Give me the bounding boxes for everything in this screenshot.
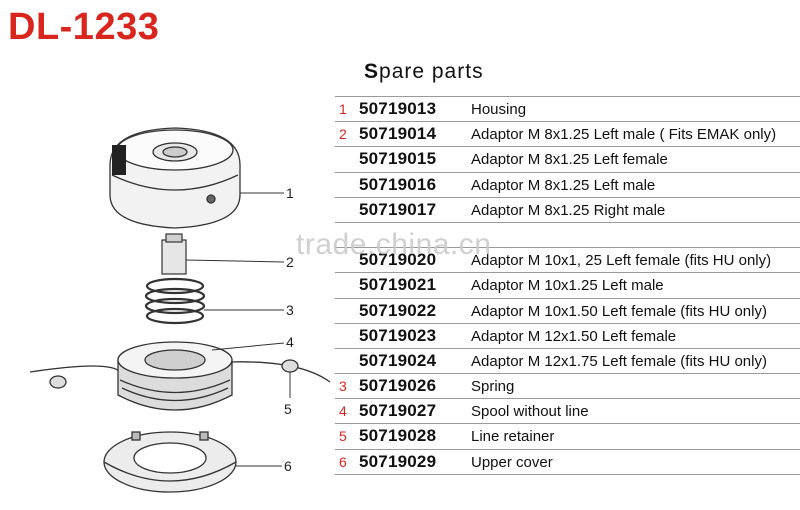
part-code: 50719027 [359, 401, 437, 421]
part-code: 50719021 [359, 275, 437, 295]
part-code: 50719017 [359, 199, 437, 219]
table-row: 50719022 Adaptor M 10x1.50 Left female (f… [335, 299, 800, 324]
part-code: 50719015 [359, 149, 437, 169]
table-row: 50719021 Adaptor M 10x1.25 Left male [335, 273, 800, 299]
spare-parts-heading-initial: S [364, 60, 380, 83]
housing-part [109, 127, 241, 229]
part-code: 50719023 [359, 325, 437, 345]
table-row: 3 50719026 Spring [335, 374, 800, 400]
part-description: Adaptor M 12x1.50 Left female [471, 327, 677, 345]
table-row: 50719015 Adaptor M 8x1.25 Left female [335, 147, 800, 173]
exploded-parts-diagram: 1 2 3 4 5 6 [29, 127, 331, 493]
part-code: 50719028 [359, 426, 437, 446]
part-code: 50719024 [359, 350, 437, 370]
callout-4: 4 [286, 334, 294, 350]
table-row [335, 223, 800, 249]
table-row: 4 50719027 Spool without line [335, 399, 800, 425]
part-description: Adaptor M 12x1.75 Left female (fits HU o… [471, 352, 767, 370]
part-description: Adaptor M 10x1, 25 Left female (fits HU … [471, 252, 772, 270]
part-description: Spool without line [471, 403, 589, 421]
part-index: 4 [339, 403, 347, 420]
callout-6: 6 [284, 458, 292, 474]
part-description: Adaptor M 10x1.50 Left female (fits HU o… [471, 302, 767, 320]
part-code: 50719022 [359, 300, 437, 320]
part-description: Adaptor M 8x1.25 Left male ( Fits EMAK o… [471, 126, 777, 144]
part-description: Adaptor M 8x1.25 Left female [471, 151, 668, 169]
table-row: 6 50719029 Upper cover [335, 450, 800, 475]
part-index: 5 [339, 428, 347, 445]
watermark-text: trade.china.cn [296, 228, 492, 261]
table-row: 50719017 Adaptor M 8x1.25 Right male [335, 198, 800, 223]
part-code: 50719016 [359, 174, 437, 194]
part-code: 50719026 [359, 376, 437, 396]
part-description: Adaptor M 8x1.25 Right male [471, 201, 666, 219]
table-row: 50719016 Adaptor M 8x1.25 Left male [335, 173, 800, 198]
part-description: Adaptor M 8x1.25 Left male [471, 176, 656, 194]
part-index: 1 [339, 101, 347, 117]
table-row: 50719024 Adaptor M 12x1.75 Left female (f… [335, 349, 800, 375]
table-row: 50719020 Adaptor M 10x1, 25 Left female (… [335, 248, 800, 274]
part-index: 6 [339, 453, 347, 470]
part-description: Upper cover [471, 453, 553, 471]
upper-cover-part [103, 431, 237, 493]
callout-3: 3 [286, 302, 294, 318]
spare-parts-heading: Spare parts [364, 60, 484, 84]
part-description: Housing [471, 101, 527, 118]
product-title: DL-1233 [8, 6, 160, 48]
table-row: 2 50719014 Adaptor M 8x1.25 Left male ( Fi… [335, 122, 800, 148]
spool-part [29, 341, 331, 411]
adaptor-part [161, 233, 187, 275]
callout-5: 5 [284, 401, 292, 417]
callout-1: 1 [286, 185, 294, 201]
part-description: Spring [471, 378, 515, 396]
part-description: Adaptor M 10x1.25 Left male [471, 277, 664, 295]
part-index: 3 [339, 378, 347, 395]
spring-part [144, 277, 206, 325]
part-index: 2 [339, 126, 347, 143]
table-row: 1 50719013 Housing [335, 96, 800, 123]
part-code: 50719020 [359, 250, 437, 270]
part-code: 50719014 [359, 124, 437, 144]
callout-2: 2 [286, 254, 294, 270]
part-code: 50719013 [359, 99, 437, 118]
part-code: 50719029 [359, 451, 437, 471]
spare-parts-heading-rest: pare parts [379, 60, 484, 83]
table-row: 5 50719028 Line retainer [335, 424, 800, 450]
table-row: 50719023 Adaptor M 12x1.50 Left female [335, 324, 800, 349]
part-description: Line retainer [471, 428, 555, 446]
